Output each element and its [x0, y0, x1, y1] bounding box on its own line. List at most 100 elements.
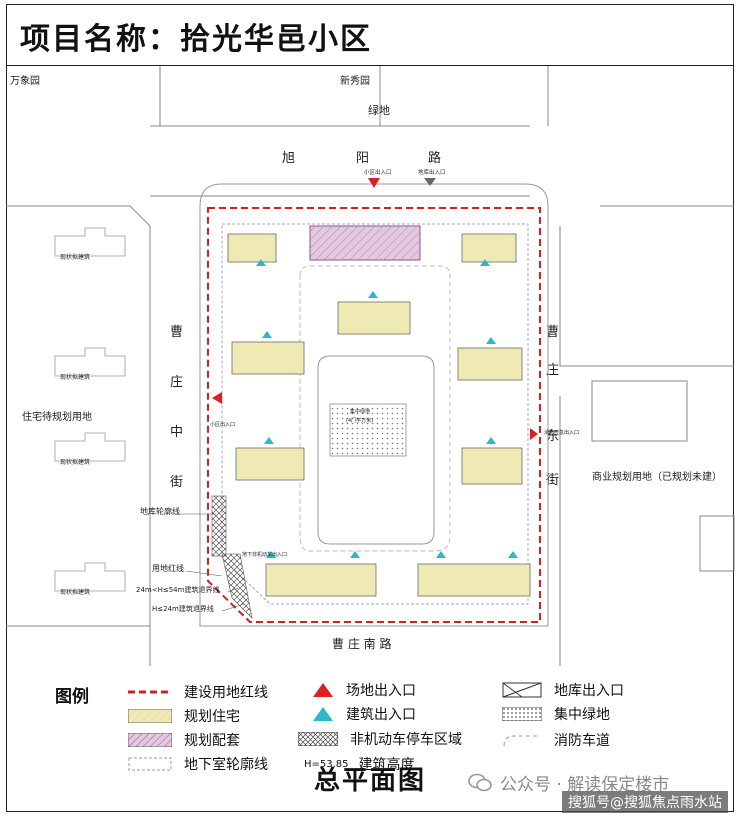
west-land-label: 住宅待规划用地: [22, 410, 92, 423]
legend-label: 场地出入口: [346, 683, 416, 699]
east-entrance-label: 消防应急出入口: [544, 429, 579, 436]
wechat-icon: [468, 773, 492, 791]
context-blocks: [6, 66, 735, 666]
west-road-char-4: 街: [170, 475, 183, 490]
building-entrances: [256, 259, 518, 558]
residential-building: [461, 447, 523, 485]
building-entrance-marker: [486, 437, 496, 444]
legend-label: 建筑高度: [358, 757, 415, 773]
east-road-char-2: 庄: [546, 362, 559, 378]
building-entrance-marker: [486, 337, 496, 344]
garage-outline-label: 地库轮廓线: [140, 506, 180, 516]
west-road-char-3: 中: [170, 425, 183, 440]
garage-entrance-icon: [502, 682, 542, 698]
east-road-char-3: 东: [546, 429, 559, 444]
red-line-label: 用地红线: [152, 563, 184, 573]
height-symbol: H=53.85: [304, 758, 349, 770]
east-road-char-4: 街: [546, 473, 559, 488]
legend-label: 规划配套: [184, 733, 240, 749]
legend-building-height: H=53.85 建筑高度: [304, 754, 415, 774]
north-road-char-2: 阳: [356, 151, 369, 166]
legend-residential: 规划住宅: [128, 706, 240, 726]
east-land-label: 商业规划用地（已规划未建）: [592, 470, 722, 483]
residential-building: [227, 233, 277, 263]
bike-entry-label: 地下非机动车出入口: [242, 551, 287, 558]
legend-label: 建筑出入口: [346, 707, 416, 723]
setback-low-label: H≤24m建筑退界线: [152, 604, 214, 613]
legend-building-entrance: 建筑出入口: [312, 704, 416, 724]
basement-outline-swatch: [128, 757, 172, 771]
south-road-name: 曹 庄 南 路: [332, 636, 391, 651]
existing-building-label: 现状拟建筑: [60, 588, 90, 596]
building-entrance-marker: [480, 259, 490, 266]
legend-site-entrance: 场地出入口: [312, 680, 416, 700]
legend: 图例 建设用地红线 规划住宅 规划配套 地下室轮廓线 场地出入口 建筑出入口 非…: [0, 672, 740, 817]
bike-parking-area: [211, 495, 227, 557]
legend-facility: 规划配套: [128, 730, 240, 750]
neighbor-xinxiu: 新秀园: [340, 74, 370, 87]
setback-mid-label: 24m<H≤54m建筑退界线: [136, 585, 219, 594]
legend-garage-entrance: 地库出入口: [502, 680, 624, 700]
bike-parking-areas: [211, 495, 253, 619]
legend-bike-parking: 非机动车停车区域: [298, 729, 462, 749]
building-entrance-marker: [256, 259, 266, 266]
north-road-char-3: 路: [428, 150, 441, 166]
residential-building: [461, 233, 517, 263]
fire-lane-swatch: [503, 735, 540, 747]
site-entrance-east: [530, 428, 538, 440]
green-space-label: 绿地: [368, 103, 390, 117]
central-green-swatch: [502, 707, 542, 721]
site-red-line: [207, 207, 541, 623]
red-triangle-icon: [313, 683, 333, 697]
legend-label: 集中绿地: [554, 707, 610, 723]
west-entrance-label: 小区出入口: [210, 421, 235, 428]
east-road-char-1: 曹: [546, 325, 559, 340]
existing-buildings-west: [54, 227, 126, 592]
residential-building: [265, 563, 377, 597]
facility-swatch: [128, 733, 172, 747]
watermark-text: 公众号 · 解读保定楼市: [500, 775, 670, 795]
fire-lane: [299, 265, 451, 552]
watermark: 公众号 · 解读保定楼市: [468, 770, 669, 795]
north-garage-label: 地库出入口: [418, 168, 446, 176]
existing-building-label: 现状拟建筑: [60, 458, 90, 466]
site-road-ring: [199, 183, 549, 627]
legend-title: 图例: [55, 687, 89, 707]
legend-basement-outline: 地下室轮廓线: [128, 754, 268, 774]
residential-building: [457, 347, 523, 381]
existing-building-label: 现状拟建筑: [60, 253, 90, 261]
building-entrance-marker: [350, 551, 360, 558]
legend-red-line: 建设用地红线: [128, 682, 268, 702]
facility-building-hatch: [310, 226, 420, 260]
cyan-triangle-icon: [313, 707, 333, 721]
central-green: [329, 403, 407, 457]
project-title: 项目名称：拾光华邑小区: [20, 22, 372, 57]
document-frame: [6, 4, 734, 812]
residential-buildings: [227, 233, 531, 597]
plan-caption: 总平面图: [313, 766, 426, 796]
source-tag: 搜狐号@搜狐焦点雨水站: [562, 791, 728, 813]
legend-fire-lane: 消防车道: [502, 730, 610, 750]
bike-parking-swatch: [298, 732, 338, 746]
inner-ring-road: [317, 355, 435, 545]
residential-building: [235, 447, 305, 481]
central-green-label: 集中绿地: [350, 408, 370, 415]
garage-entrance-north: [424, 178, 436, 186]
site-entrance-north: [368, 178, 380, 188]
central-green-area: (4门学方米): [346, 417, 373, 424]
legend-label: 消防车道: [554, 733, 610, 749]
residential-swatch: [128, 709, 172, 723]
residential-building: [231, 341, 305, 375]
building-entrance-marker: [262, 331, 272, 338]
west-road-char-1: 曹: [170, 325, 183, 340]
site-entrance-west: [212, 392, 222, 404]
red-line-swatch: [128, 690, 172, 694]
residential-building: [417, 563, 531, 597]
site-entrances: [212, 178, 538, 440]
building-entrance-marker: [368, 291, 378, 298]
legend-label: 建设用地红线: [184, 685, 268, 701]
legend-label: 地下室轮廓线: [184, 757, 268, 773]
site-plan: 现状拟建筑 现状拟建筑 现状拟建筑 现状拟建筑 万象园 新秀园 绿地 旭 阳 路…: [6, 66, 735, 666]
legend-label: 非机动车停车区域: [350, 732, 462, 748]
north-entrance-label: 小区出入口: [364, 168, 392, 176]
